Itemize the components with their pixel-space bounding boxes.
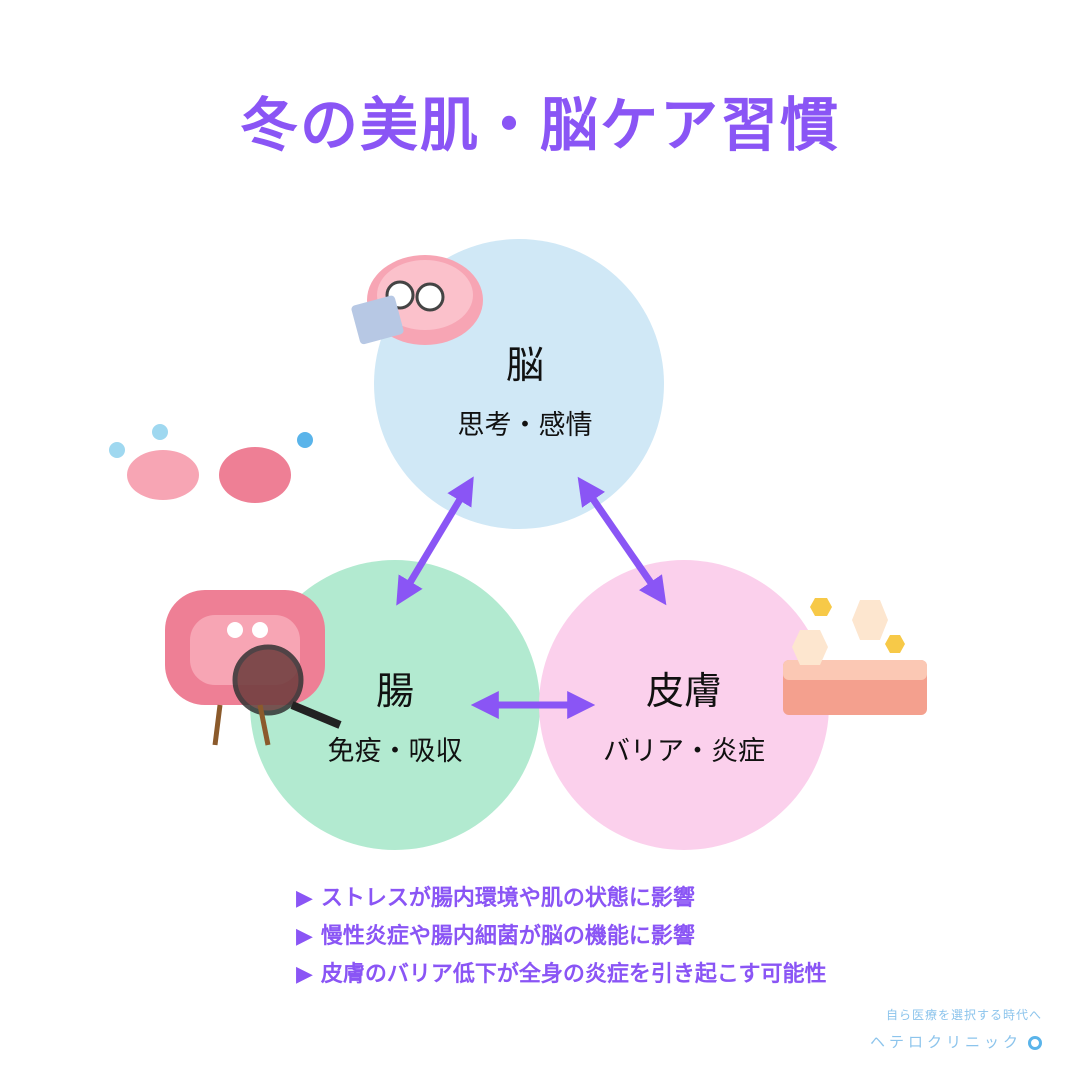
- triangle-bullet-icon: ▶: [296, 962, 313, 987]
- arrow-brain-gut: [396, 476, 474, 606]
- spiral-logo-icon: [1028, 1035, 1042, 1050]
- intestine-magnifier-illustration: [165, 590, 342, 746]
- skin-label: 皮膚 バリア・炎症: [539, 660, 829, 768]
- triangle-bullet-icon: ▶: [296, 886, 313, 911]
- gut-title: 腸: [375, 669, 414, 713]
- page-title: 冬の美肌・脳ケア習慣: [239, 91, 840, 159]
- triangle-bullet-icon: ▶: [296, 924, 313, 949]
- clinic-brand: 自ら医療を選択する時代へ ヘテロクリニック: [870, 1006, 1042, 1052]
- brain-subtitle: 思考・感情: [457, 410, 593, 441]
- happy-brain-intestine-illustration: [109, 424, 313, 503]
- brand-tagline: 自ら医療を選択する時代へ: [885, 1008, 1042, 1022]
- skin-title: 皮膚: [645, 669, 722, 713]
- bullet-item: ▶ストレスが腸内環境や肌の状態に影響: [296, 880, 826, 918]
- arrow-brain-skin: [577, 476, 667, 606]
- bullet-list: ▶ストレスが腸内環境や肌の状態に影響 ▶慢性炎症や腸内細菌が脳の機能に影響 ▶皮…: [296, 880, 826, 994]
- skin-layer-illustration: [783, 598, 927, 715]
- brain-title: 脳: [505, 343, 544, 387]
- brain-reading-illustration: [351, 255, 483, 345]
- gut-label: 腸 免疫・吸収: [250, 660, 540, 768]
- bullet-item: ▶慢性炎症や腸内細菌が脳の機能に影響: [296, 918, 826, 956]
- skin-subtitle: バリア・炎症: [603, 736, 765, 767]
- brand-name: ヘテロクリニック: [869, 1033, 1022, 1051]
- bullet-item: ▶皮膚のバリア低下が全身の炎症を引き起こす可能性: [296, 956, 826, 994]
- gut-subtitle: 免疫・吸収: [327, 736, 463, 767]
- brain-label: 脳 思考・感情: [380, 334, 670, 442]
